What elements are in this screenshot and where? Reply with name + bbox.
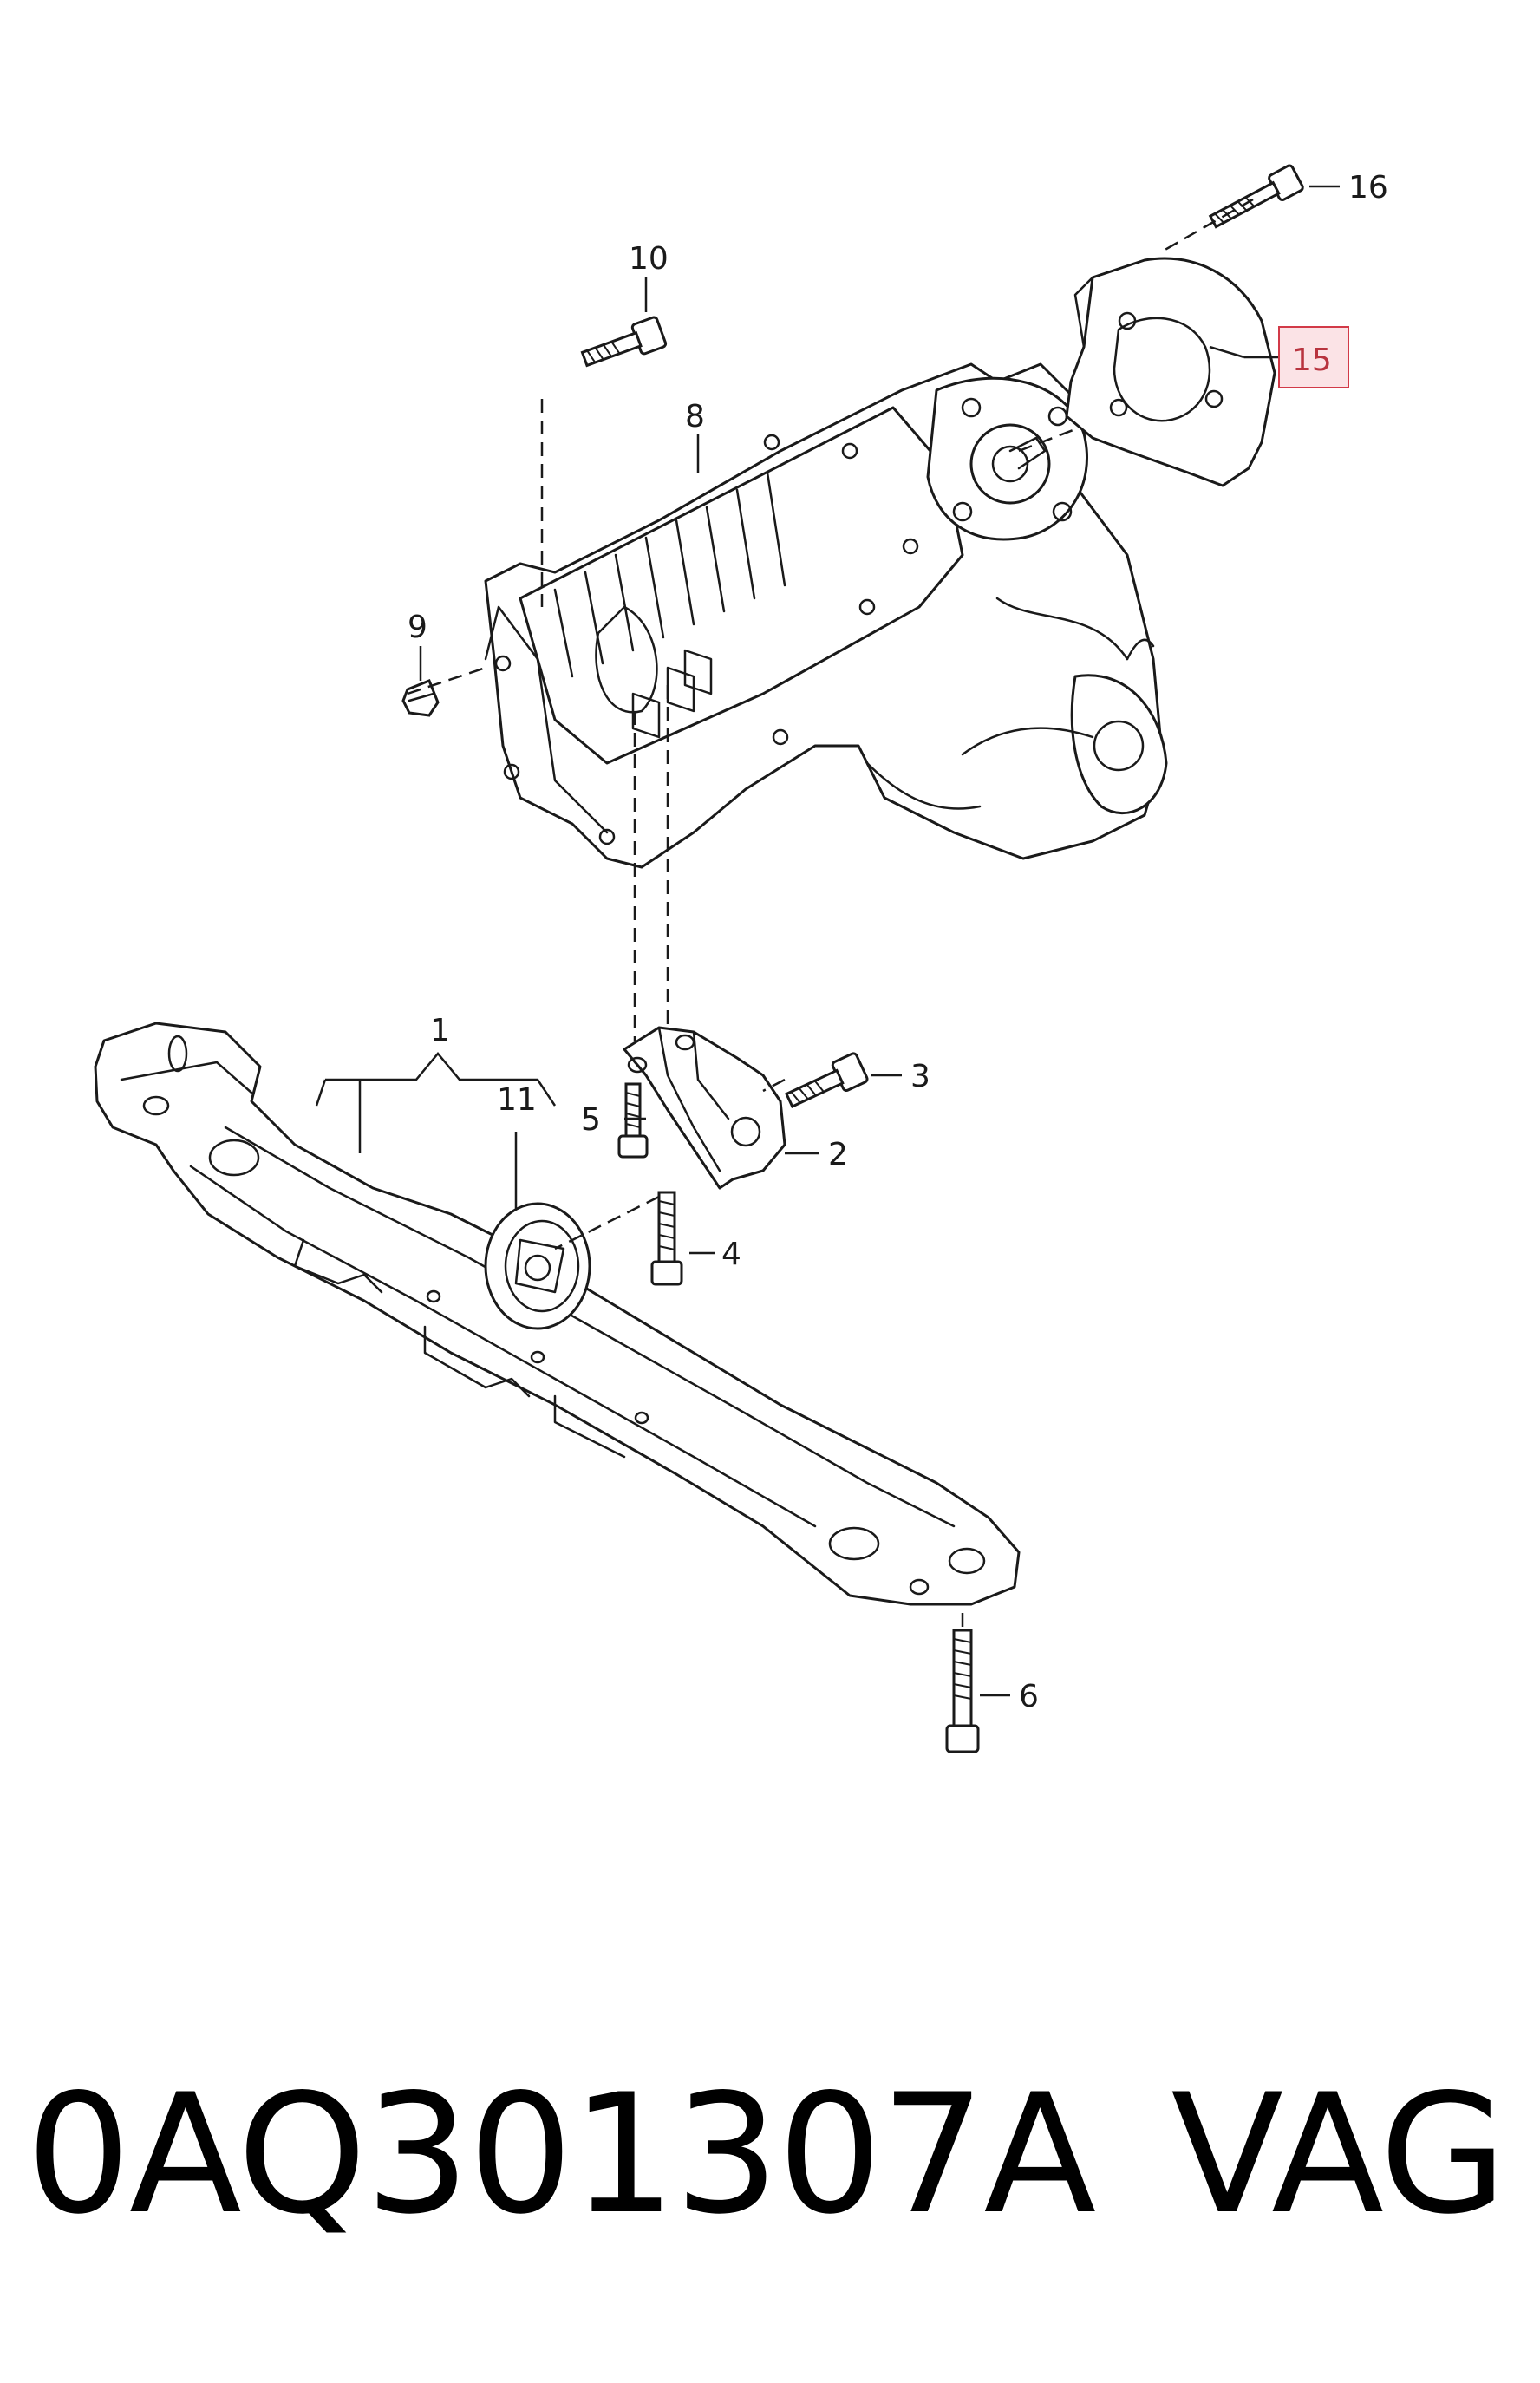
- callout-15: 15: [1292, 343, 1332, 378]
- callout-4: 4: [721, 1237, 741, 1272]
- part-number: 0AQ301307A: [26, 2059, 1096, 2250]
- callout-11: 11: [497, 1082, 537, 1118]
- cover-plate: [1065, 257, 1276, 487]
- callout-16: 16: [1348, 170, 1388, 206]
- callout-15-highlight: [1278, 326, 1349, 388]
- nut-9: [401, 679, 440, 717]
- callout-9: 9: [408, 610, 427, 645]
- callout-6: 6: [1019, 1679, 1039, 1714]
- bolt-16: [1208, 164, 1304, 229]
- brand-name: VAG: [1171, 2059, 1507, 2250]
- mounting-bracket: [623, 1026, 786, 1190]
- bolt-3: [784, 1052, 869, 1108]
- leader-lines: [315, 185, 1340, 1697]
- callout-5: 5: [581, 1102, 601, 1138]
- bolt-6: [945, 1629, 980, 1753]
- bolt-5: [617, 1082, 649, 1159]
- callout-1: 1: [430, 1013, 450, 1048]
- callout-2: 2: [828, 1137, 848, 1172]
- callout-3: 3: [910, 1059, 930, 1094]
- rubber-mount: [484, 1202, 591, 1330]
- bolt-4: [650, 1191, 683, 1286]
- footer-caption: 0AQ301307A VAG: [26, 2055, 1514, 2255]
- assembly-lines: [407, 198, 1254, 1630]
- callout-10: 10: [629, 241, 669, 277]
- bolt-10: [580, 316, 668, 368]
- callout-8: 8: [685, 399, 705, 434]
- transfer-case-housing: [484, 362, 1168, 869]
